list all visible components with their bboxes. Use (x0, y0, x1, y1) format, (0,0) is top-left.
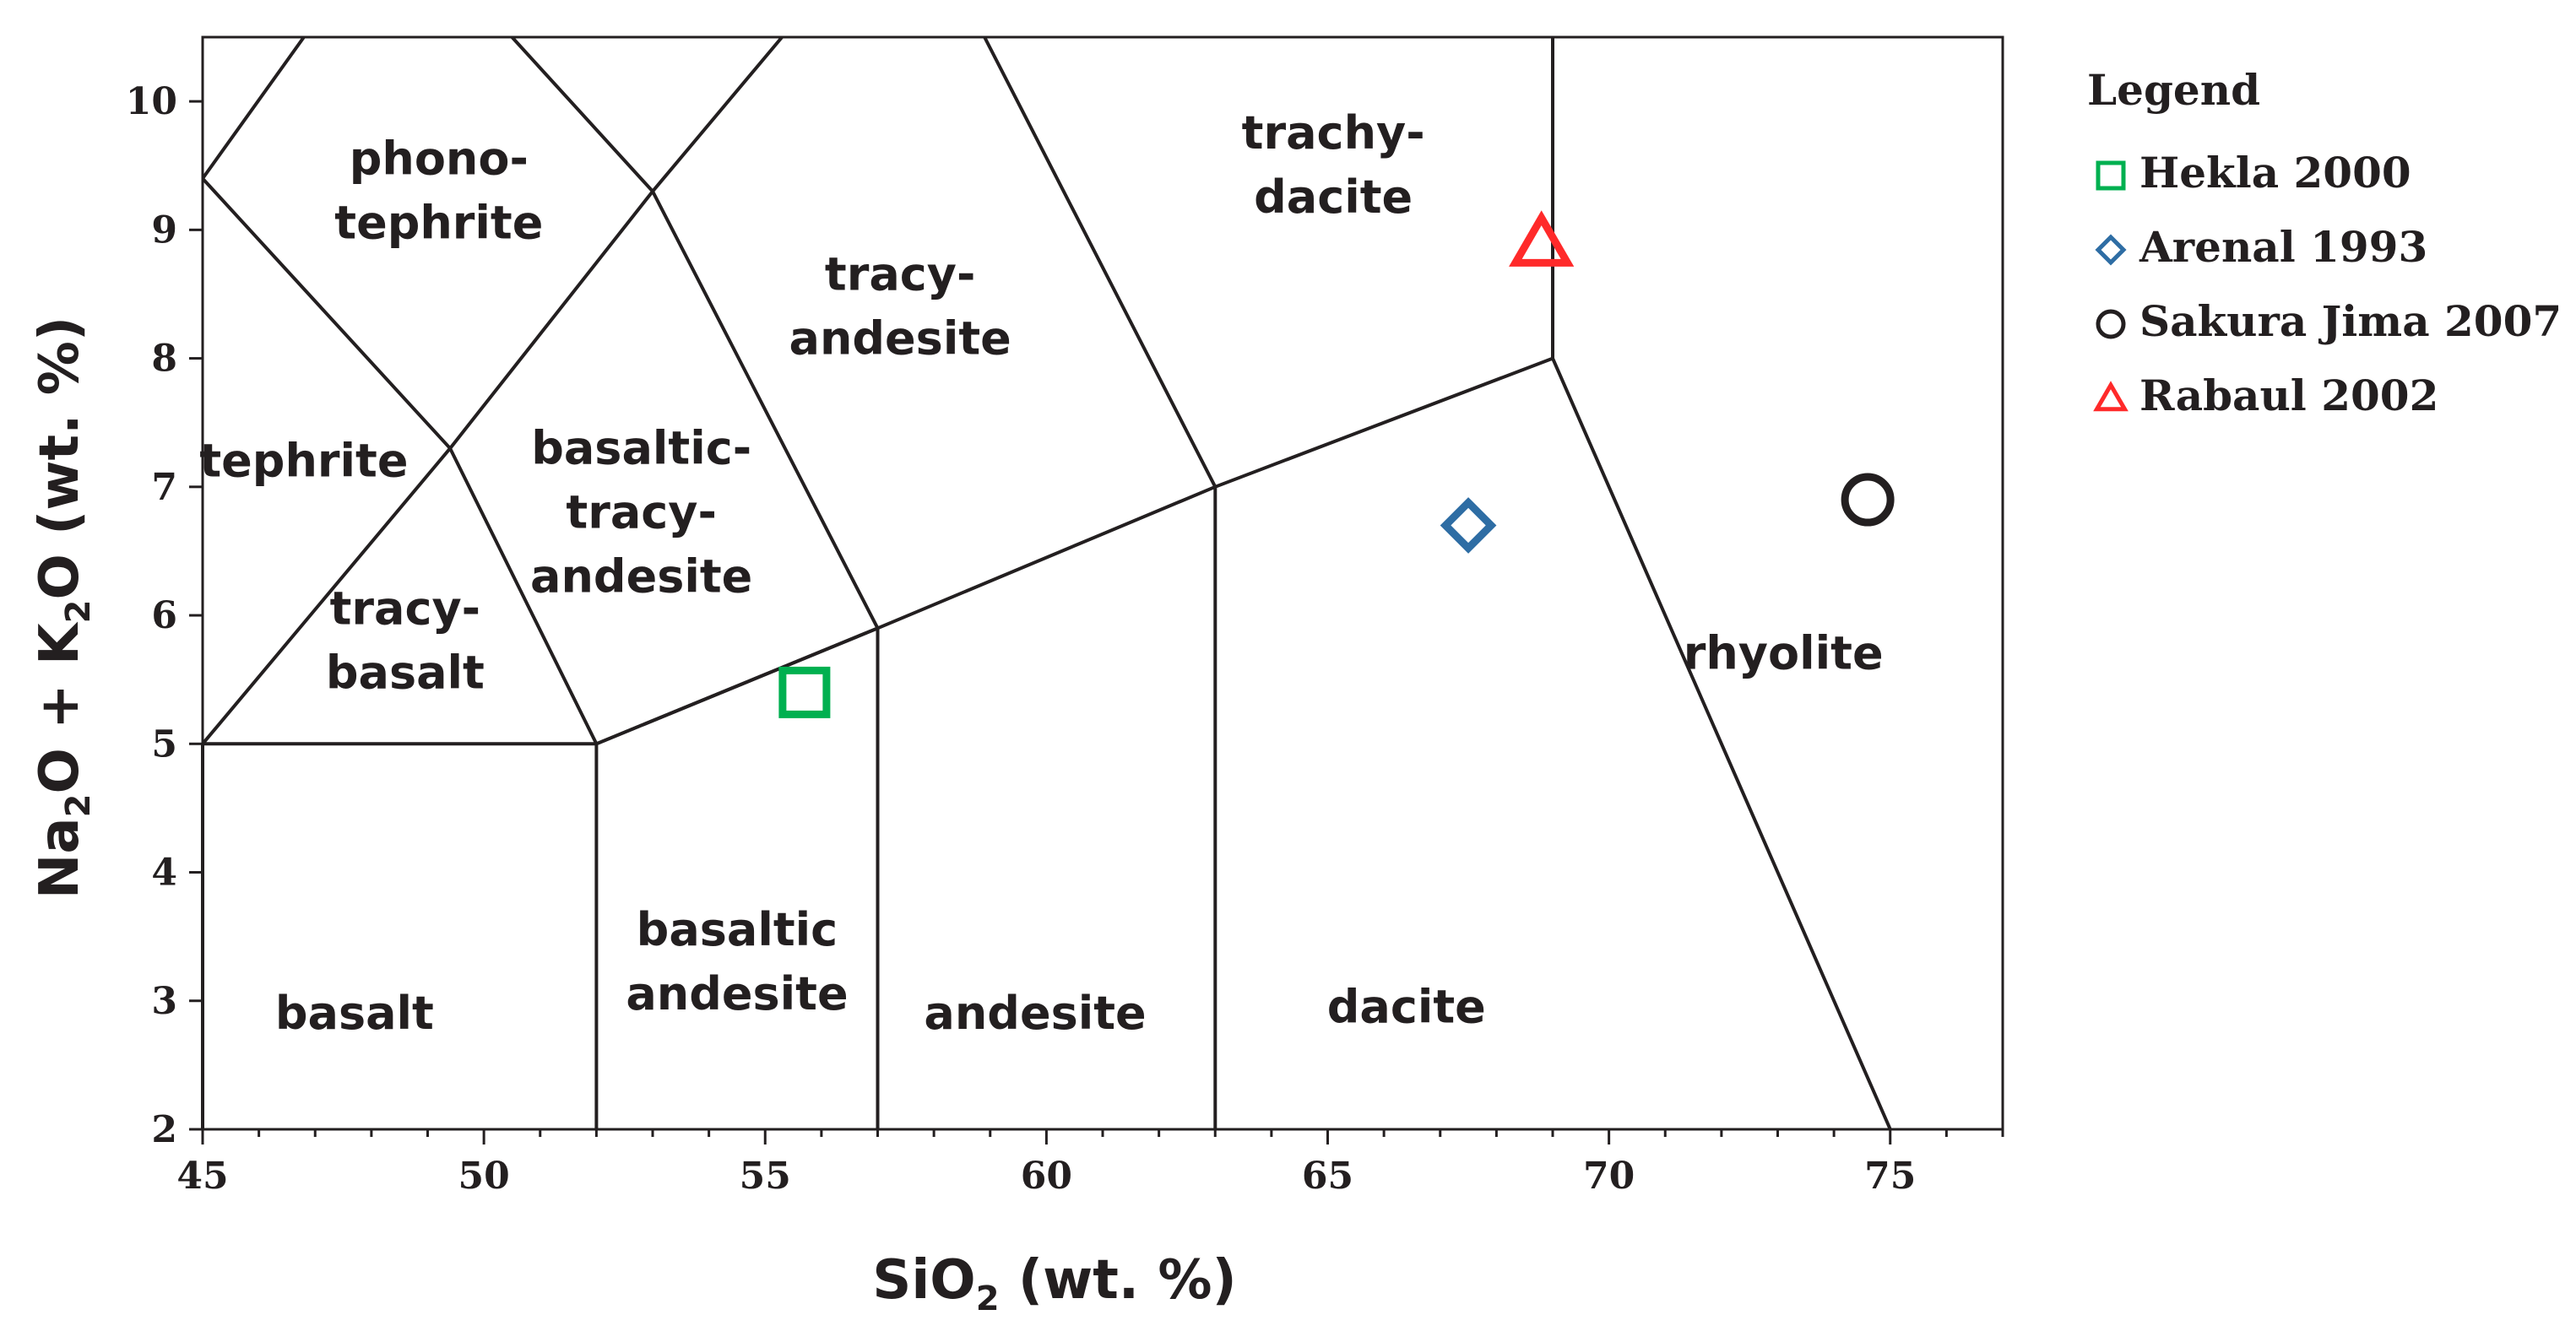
field-boundary (201, 35, 306, 180)
x-tick-label: 75 (1864, 1155, 1916, 1198)
field-label-tephrite: tephrite (199, 434, 408, 487)
legend-label-sakura-jima-2007: Sakura Jima 2007 (2139, 296, 2562, 346)
y-tick-label: 7 (151, 466, 177, 509)
field-boundary (448, 190, 654, 450)
y-tick-label: 8 (151, 338, 177, 381)
field-labels: phono-tephrite tephrite tracy-basalt basalt… (199, 106, 1883, 1040)
field-boundary (510, 35, 654, 193)
field-label-tracy-andesite: tracy-andesite (789, 248, 1011, 365)
x-tick-label: 60 (1021, 1155, 1072, 1198)
data-point-sakura-jima-2007 (1841, 473, 1895, 527)
field-label-trachy-dacite: trachy-dacite (1242, 106, 1425, 224)
legend-title: Legend (2087, 65, 2260, 115)
y-tick-label: 5 (151, 722, 177, 766)
x-tick-label: 45 (176, 1155, 228, 1198)
y-tick-label: 6 (151, 594, 177, 637)
data-point-rabaul-2002 (1509, 210, 1575, 267)
legend-marker-sakura-jima-2007 (2096, 309, 2126, 339)
legend-label-arenal-1993: Arenal 1993 (2139, 222, 2427, 272)
field-label-rhyolite: rhyolite (1684, 627, 1884, 680)
y-tick-label: 4 (151, 852, 177, 895)
legend-label-rabaul-2002: Rabaul 2002 (2139, 371, 2438, 420)
x-tick-label: 55 (740, 1155, 791, 1198)
x-axis-title: SiO2 (wt. %) (872, 1249, 1237, 1318)
field-boundary (983, 36, 1217, 488)
field-boundary (201, 446, 452, 745)
y-tick-label: 9 (151, 208, 177, 252)
field-label-phono-tephrite: phono-tephrite (334, 133, 543, 250)
field-label-basalt: basalt (275, 987, 434, 1040)
field-boundary (595, 626, 879, 746)
data-markers (778, 210, 1895, 718)
x-tick-label: 65 (1302, 1155, 1353, 1198)
y-tick-label: 3 (151, 980, 177, 1023)
field-label-basaltic-tracy-andesite: basaltic-tracy-andesite (530, 421, 752, 603)
field-label-dacite: dacite (1327, 980, 1486, 1033)
legend-label-hekla-2000: Hekla 2000 (2139, 148, 2411, 198)
field-boundary (651, 35, 784, 192)
x-tick-label: 50 (458, 1155, 510, 1198)
field-boundary (1551, 357, 1892, 1130)
field-boundary (651, 190, 880, 630)
field-boundary (448, 447, 599, 745)
field-boundaries (201, 35, 1892, 1130)
field-label-tracy-basalt: tracy-basalt (326, 582, 485, 700)
data-point-hekla-2000 (778, 666, 831, 718)
legend-marker-arenal-1993 (2095, 234, 2127, 266)
y-tick-label: 2 (151, 1108, 177, 1151)
y-tick-label: 10 (126, 80, 177, 123)
data-point-arenal-1993 (1440, 497, 1497, 554)
legend-marker-hekla-2000 (2096, 160, 2126, 191)
field-boundary (201, 177, 452, 450)
legend-marker-rabaul-2002 (2093, 381, 2129, 412)
x-tick-label: 70 (1583, 1155, 1635, 1198)
y-axis-title: Na2O + K2O (wt. %) (29, 317, 98, 899)
field-label-andesite: andesite (924, 987, 1146, 1040)
